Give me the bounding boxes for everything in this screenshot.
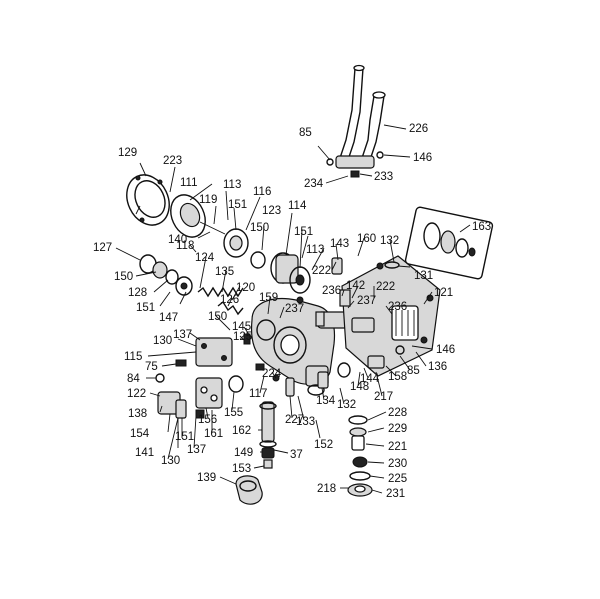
part-label: 147 [159, 312, 178, 324]
part-label: 84 [127, 373, 140, 385]
part-label: 128 [128, 287, 147, 299]
part-label: 138 [128, 408, 147, 420]
part-label: 236 [388, 301, 407, 313]
part-label: 122 [127, 388, 146, 400]
part-number-labels: 85 226 146 234 233 129 223 111 113 116 1… [93, 123, 491, 500]
part-label: 151 [136, 302, 155, 314]
part-label: 222 [376, 281, 395, 293]
part-label: 124 [195, 252, 215, 264]
part-label: 115 [124, 351, 142, 363]
part-label: 134 [316, 395, 336, 407]
part-label: 233 [374, 171, 393, 183]
part-label: 113 [223, 179, 241, 191]
part-label: 155 [224, 407, 243, 419]
part-label: 149 [234, 447, 253, 459]
part-label: 123 [262, 205, 281, 217]
part-label: 161 [204, 428, 223, 440]
part-label: 126 [220, 294, 239, 306]
lower-valve-stack-drawing [347, 415, 373, 497]
part-label: 224 [262, 368, 282, 380]
part-label: 129 [118, 147, 137, 159]
part-label: 136 [428, 361, 447, 373]
part-label: 146 [413, 152, 432, 164]
part-label: 231 [386, 488, 405, 500]
part-label: 118 [176, 240, 194, 252]
part-label: 131 [414, 270, 433, 282]
part-label: 119 [199, 194, 217, 206]
part-label: 150 [114, 271, 133, 283]
part-label: 234 [304, 178, 324, 190]
part-label: 75 [145, 361, 158, 373]
part-label: 218 [317, 483, 336, 495]
cylinder-stack-drawing [223, 228, 311, 294]
part-label: 127 [93, 242, 112, 254]
part-label: 226 [409, 123, 428, 135]
part-label: 132 [337, 399, 356, 411]
part-label: 135 [215, 266, 234, 278]
part-label: 150 [250, 222, 269, 234]
part-label: 228 [388, 407, 407, 419]
part-label: 223 [163, 155, 182, 167]
plunger-stack-drawing [235, 401, 277, 505]
valve-block-drawing [339, 206, 494, 377]
part-label: 222 [312, 265, 331, 277]
part-label: 156 [198, 414, 217, 426]
pump-body-drawing [250, 296, 349, 396]
part-label: 221 [388, 441, 407, 453]
part-label: 151 [294, 226, 313, 238]
part-label: 85 [407, 365, 420, 377]
part-label: 230 [388, 458, 407, 470]
part-label: 113 [306, 244, 324, 256]
part-label: 139 [197, 472, 216, 484]
part-label: 158 [388, 371, 407, 383]
part-label: 137 [187, 444, 206, 456]
part-label: 160 [357, 233, 376, 245]
part-label: 162 [232, 425, 251, 437]
part-label: 133 [296, 416, 315, 428]
part-label: 225 [388, 473, 407, 485]
pipe-assembly-drawing [326, 64, 386, 178]
part-label: 116 [253, 186, 271, 198]
part-label: 163 [472, 221, 491, 233]
part-label: 146 [436, 344, 455, 356]
leader-lines [115, 124, 471, 494]
part-label: 148 [350, 381, 369, 393]
part-label: 236 [322, 285, 341, 297]
part-label: 237 [285, 303, 304, 315]
part-label: 132 [380, 235, 399, 247]
part-label: 142 [346, 280, 365, 292]
part-label: 159 [259, 292, 278, 304]
part-label: 140 [168, 234, 187, 246]
part-label: 144 [360, 373, 380, 385]
part-label: 121 [434, 287, 453, 299]
part-label: 217 [374, 391, 393, 403]
part-label: 151 [228, 199, 247, 211]
part-label: 130 [153, 335, 172, 347]
part-label: 154 [130, 428, 150, 440]
part-label: 143 [330, 238, 349, 250]
part-label: 227 [285, 414, 304, 426]
part-label: 37 [290, 449, 303, 461]
part-label: 141 [135, 447, 154, 459]
control-housing-drawing [155, 337, 244, 419]
part-label: 145 [232, 321, 251, 333]
part-label: 120 [236, 282, 255, 294]
part-label: 237 [357, 295, 376, 307]
part-label: 85 [299, 127, 312, 139]
part-label: 111 [180, 177, 197, 189]
part-label: 137 [173, 329, 192, 341]
part-label: 150 [208, 311, 227, 323]
part-label: 153 [232, 463, 251, 475]
part-label: 151 [175, 431, 194, 443]
small-parts-drawing [243, 257, 405, 397]
part-label: 125 [233, 331, 252, 343]
part-label: 114 [288, 200, 307, 212]
part-label: 229 [388, 423, 407, 435]
part-label: 117 [249, 388, 267, 400]
end-cover-drawing [126, 174, 226, 238]
part-label: 130 [161, 455, 180, 467]
part-label: 152 [314, 439, 333, 451]
left-valve-parts-drawing [139, 254, 244, 316]
